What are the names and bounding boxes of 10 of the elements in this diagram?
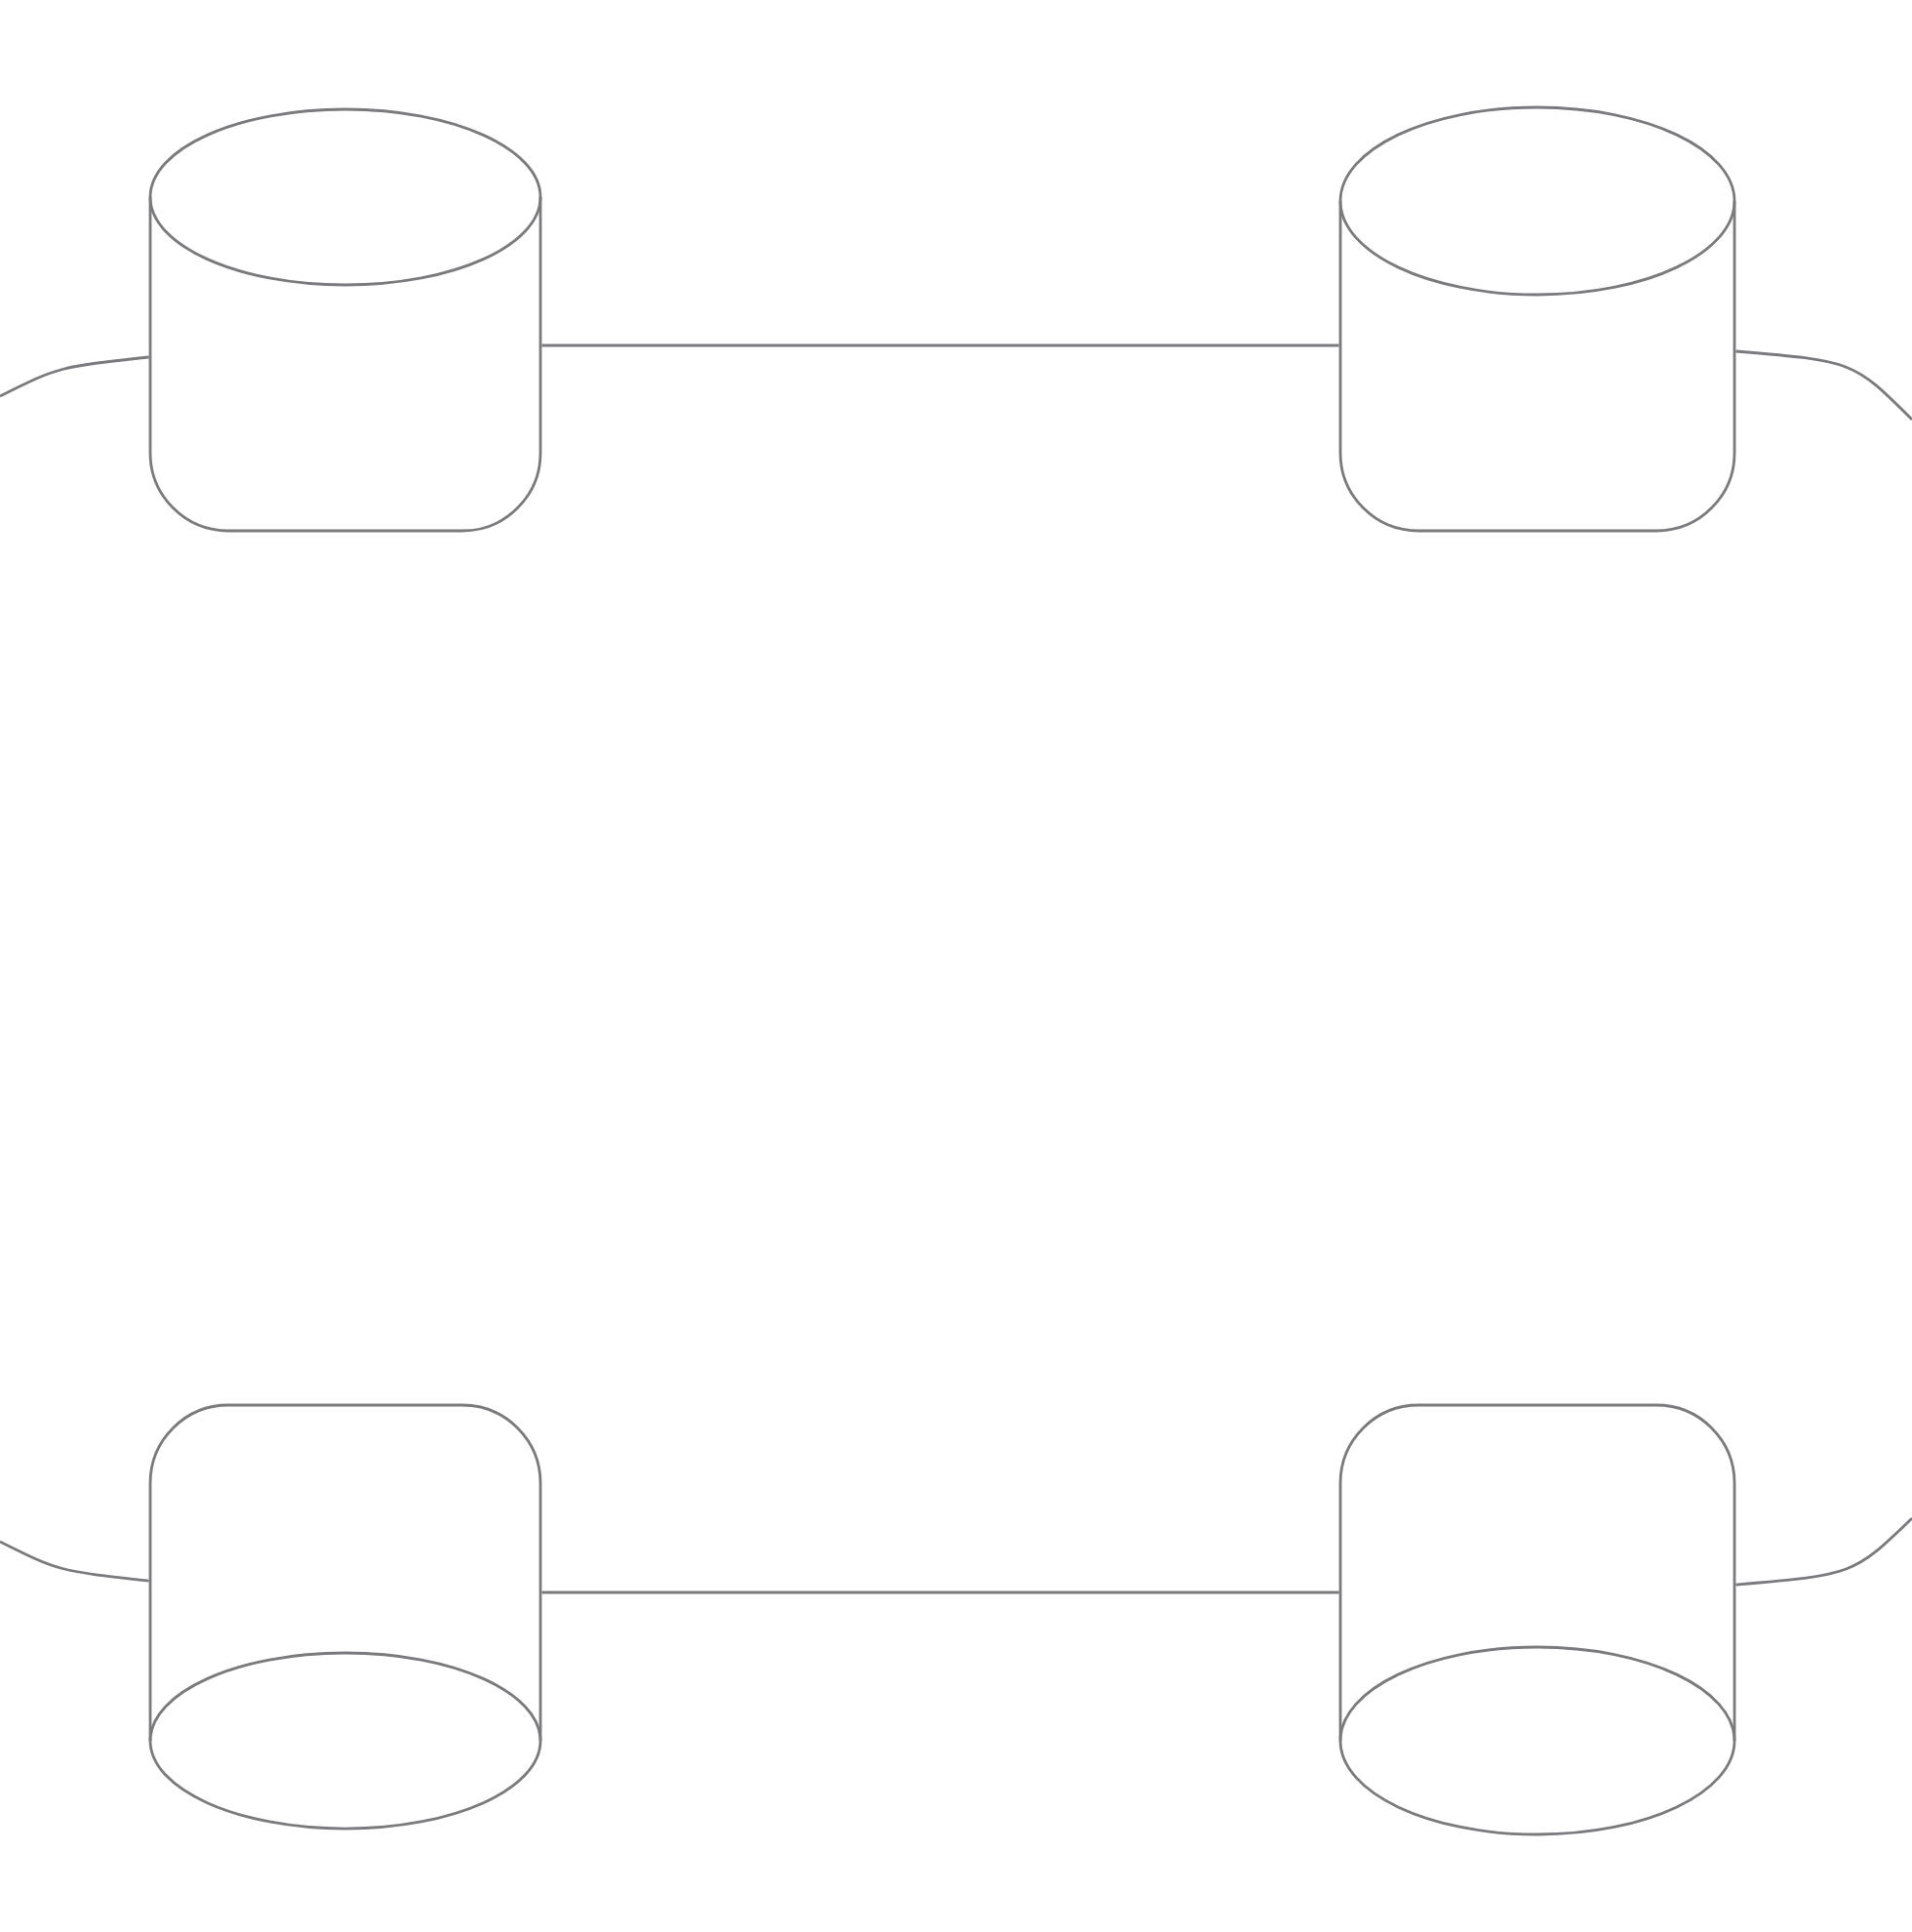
connector-line (0, 1540, 149, 1583)
connector-line (1735, 1517, 1912, 1587)
cylinder (148, 1403, 542, 1831)
connector-line (1735, 349, 1912, 421)
cylinder (1338, 1403, 1736, 1836)
cylinder (1338, 105, 1736, 533)
connector-line (541, 1590, 1339, 1594)
connector-line (541, 343, 1339, 347)
connector-line (0, 355, 149, 398)
cylinder (148, 107, 542, 533)
